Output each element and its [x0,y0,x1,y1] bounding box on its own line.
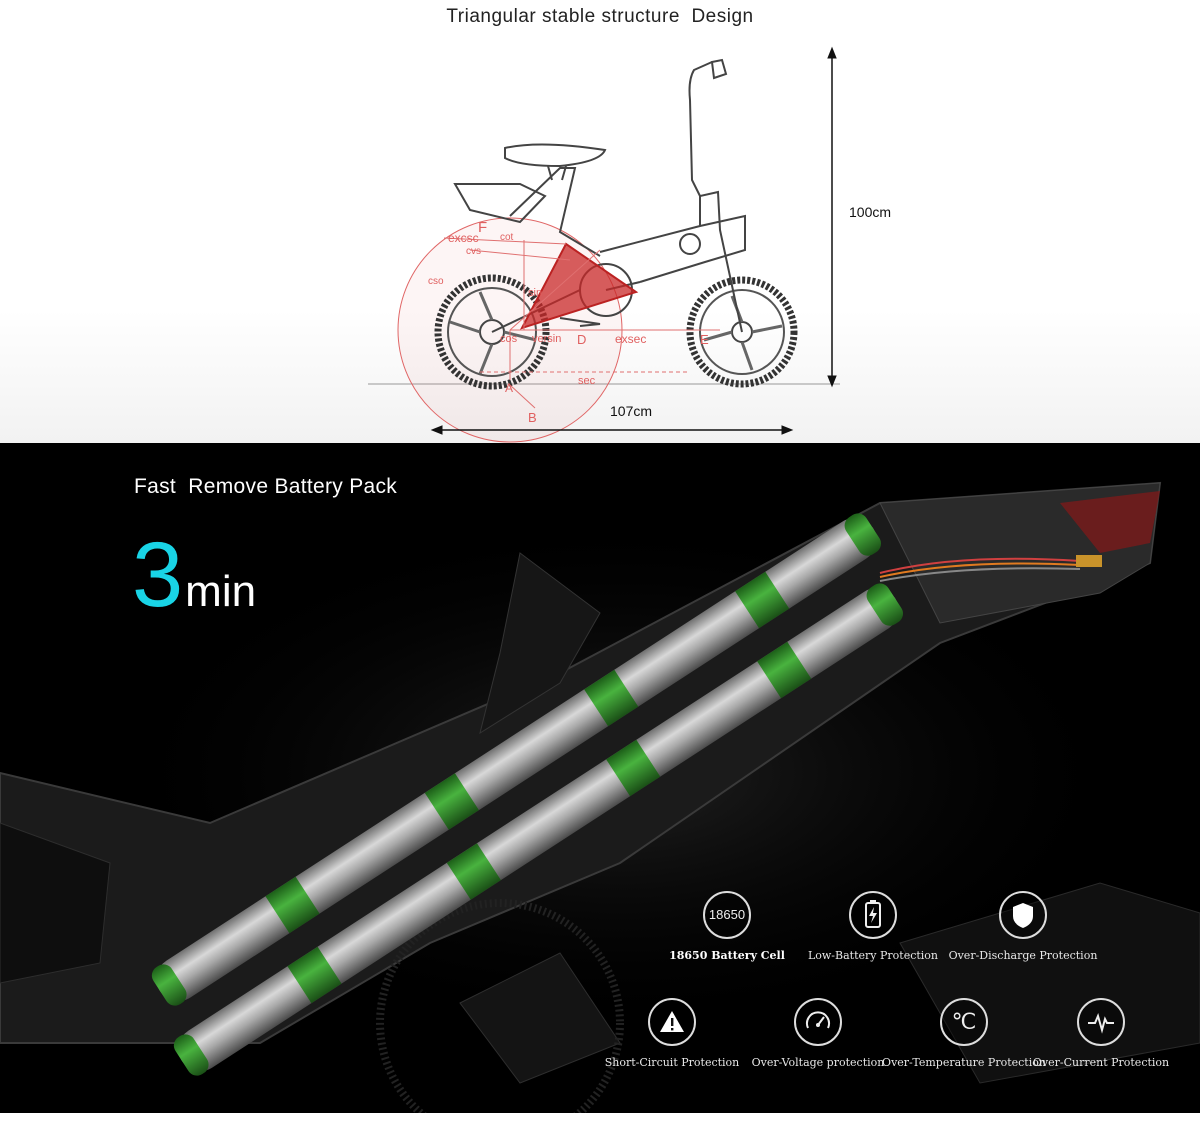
cell-18650-icon-text: 18650 [708,907,746,922]
battery-wires [879,555,1102,582]
geometry-label-exsec: exsec [615,332,646,346]
swap-time: 3min [132,529,256,621]
feature-label: Over-Temperature Protection [882,1056,1046,1069]
feature-over-discharge: Over-Discharge Protection [938,891,1108,962]
warning-icon [648,998,696,1046]
swap-time-value: 3 [132,524,184,626]
stability-triangle [519,242,639,330]
battery-title: Fast Remove Battery Pack [134,475,398,498]
geometry-label-cos: cos [500,333,518,345]
feature-label: Over-Current Protection [1032,1056,1170,1069]
geometry-label-sin: sin [528,287,542,299]
geometry-label-b: B [528,410,537,425]
feature-short-circuit: Short-Circuit Protection [587,998,757,1069]
geometry-label-versin: versin [532,333,561,345]
geometry-label-f: F [478,219,487,236]
feature-over-voltage: Over-Voltage protection [733,998,903,1069]
length-dimension-arrow [430,425,794,435]
feature-low-battery: Low-Battery Protection [788,891,958,962]
swap-time-unit: min [185,567,257,616]
geometry-label-excsc: excsc [448,231,479,245]
height-label: 100cm [849,204,892,220]
rear-wheel [434,274,550,390]
bike-diagram: F excsc cot cvs cso sin cos versin D exs… [368,46,840,443]
celsius-icon-text: ℃ [951,1009,977,1034]
feature-label: Short-Circuit Protection [604,1056,740,1069]
feature-over-current: Over-Current Protection [1016,998,1186,1069]
feature-over-temperature: ℃ Over-Temperature Protection [879,998,1049,1069]
geometry-label-a: A [505,381,513,395]
bottom-white-strip [0,1113,1200,1129]
feature-label: Over-Voltage protection [751,1056,885,1069]
celsius-icon: ℃ [940,998,988,1046]
geometry-label-cvs: cvs [466,246,481,257]
shield-icon [999,891,1047,939]
feature-18650-cell: 18650 18650 Battery Cell [642,891,812,962]
length-label: 107cm [610,403,653,419]
height-dimension-arrow [827,46,837,388]
battery-cells [151,513,904,1076]
geometry-label-d: D [577,332,586,347]
structure-diagram-section: Triangular stable structure Design [0,0,1200,443]
battery-section: Fast Remove Battery Pack 3min 18650 1865… [0,443,1200,1113]
pulse-icon [1077,998,1125,1046]
geometry-label-group: F excsc cot cvs cso sin cos versin D exs… [428,219,709,425]
feature-label: Low-Battery Protection [807,949,939,962]
cell-18650-icon: 18650 [703,891,751,939]
gauge-icon [794,998,842,1046]
low-battery-icon [849,891,897,939]
structure-title: Triangular stable structure Design [446,6,754,27]
geometry-label-cso: cso [428,276,444,287]
geometry-label-cot: cot [500,232,514,243]
feature-label: Over-Discharge Protection [948,949,1098,962]
geometry-label-e: E [700,332,709,347]
geometry-lines [443,237,720,409]
geometry-label-sec: sec [578,375,596,387]
feature-label: 18650 Battery Cell [669,949,785,962]
